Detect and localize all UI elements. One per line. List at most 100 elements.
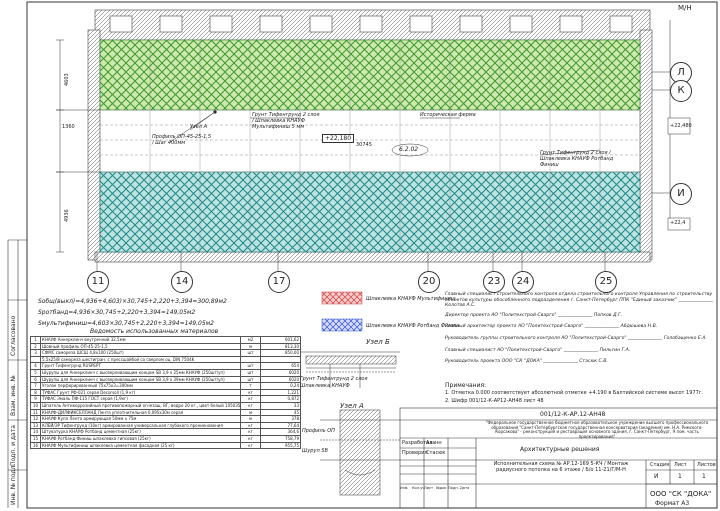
materials-cell-qty: 45 [260, 408, 301, 417]
materials-cell-num [30, 355, 41, 364]
stamp-vzam-inv: Взам. инв. № [10, 375, 17, 416]
materials-cell-num: 11 [30, 408, 41, 417]
materials-cell-unit: кг [240, 401, 261, 410]
elevation-right-bottom: +22,4 [670, 220, 686, 226]
callout-uzel-a: Узел А [190, 124, 207, 130]
signer-role-1: Разработал [402, 440, 433, 446]
note-2: 2. Шифр 001/12-К-АР12-АН48 лист 48 [445, 398, 544, 404]
organization-text: "Федеральное государственное бюджетное о… [485, 420, 709, 439]
materials-title: Ведомость использованных материалов [90, 328, 219, 335]
materials-cell-name: Шурупы для Анкерклинч с высверливающим к… [40, 375, 241, 384]
elevation-main: +22,180 [322, 134, 355, 143]
approval-entry: Главный специалист строительного контрол… [445, 292, 715, 309]
approval-signature-line: _______________ [627, 335, 664, 341]
materials-cell-unit: т [240, 382, 261, 390]
section-name: Архитектурные решения [520, 446, 600, 453]
materials-cell-num: 6 [30, 375, 41, 384]
materials-cell-num: 10 [30, 401, 41, 410]
materials-cell-unit: м [240, 408, 261, 417]
materials-cell-qty: 33 [260, 401, 301, 410]
approval-role: Руководитель проекта ООО "СК "ДОКА" [445, 359, 544, 365]
revision-header-cell: №док [436, 486, 447, 490]
legend-swatch-blue [321, 318, 363, 332]
approval-entry: Директор проекта АО "Политехстрой-Сварго… [445, 313, 715, 319]
signer-role-2: Проверил [402, 450, 428, 456]
elevation-right-top: +22,480 [670, 123, 692, 129]
legend-label-multifinish: Шпаклевка КНАУФ Мультифиниш [366, 296, 456, 302]
materials-cell-name: ТУФАС Грунт УФ-021 серая Decorsoll (1,9 … [40, 388, 241, 397]
axis-bubble-i: И [670, 183, 692, 205]
approval-entry: Руководитель группы строительного контро… [445, 336, 715, 342]
materials-cell-qty: 1,221 [260, 388, 301, 397]
materials-cell-num: 14 [30, 428, 41, 436]
approval-name: Стасюк С.В. [579, 359, 608, 365]
materials-cell-name: КНАУФ Купл Лента армирующая 50мм х 75м [40, 415, 241, 423]
axis-bubble-k: К [670, 80, 692, 102]
area-rotband: Sротбанд=4,936×30,745+2,220+3,394=149,05… [38, 309, 196, 316]
revision-header-cell: Кол.уч [412, 486, 424, 490]
approval-signature-line: _______________ [543, 359, 580, 365]
format-label: Формат А3 [655, 500, 690, 507]
title-block-frame [399, 407, 718, 509]
callout-historic-frame: Историческая ферма [420, 112, 476, 118]
materials-cell-unit: кг [240, 428, 261, 436]
axis-bubble-25: 25 [595, 271, 617, 293]
note-1: 1. Отметка 0.000 соответствует абсолютно… [445, 390, 703, 396]
materials-cell-unit: м [240, 342, 261, 351]
approval-name: Попков Д.Г. [593, 312, 623, 318]
materials-cell-num: 3 [30, 349, 41, 357]
approval-signature-line: _______________ [563, 347, 600, 353]
axis-tag-mn: М/Н [678, 4, 692, 12]
approval-entry: Главный архитектор проекта АО "Политехст… [445, 324, 715, 330]
callout-profile: Профиль ОП-45-25-1,5 / Шаг 400мм [152, 134, 212, 146]
area-total: Sобщ(выкл)=4,936+4,603)×30,745+2,220+3,3… [38, 298, 227, 305]
sheets-label: Листов [697, 462, 716, 468]
left-dim-3: 4936 [64, 209, 70, 222]
materials-cell-num: 16 [30, 441, 41, 450]
stamp-podp-data: Подп. и дата [10, 425, 17, 466]
materials-cell-num: 7 [30, 382, 41, 390]
materials-cell-num: 12 [30, 415, 41, 423]
materials-cell-name: КНАУФ Анкерклинч внутренний 32,5мм [40, 336, 241, 344]
materials-cell-num: 13 [30, 421, 41, 430]
materials-cell-unit: кг [240, 434, 261, 443]
sheet-label: Лист [674, 462, 687, 468]
approval-signature-line: _______________ [584, 324, 621, 330]
legend-label-rotband: Шпаклевка КНАУФ Ротбанд Финиш [366, 323, 460, 329]
approval-name: Колотов А.С. [445, 303, 476, 309]
signer-name-1: Азанн [426, 440, 442, 446]
materials-cell-unit: м2 [240, 336, 261, 344]
materials-cell-num: 4 [30, 362, 41, 370]
materials-cell-unit: шт [240, 349, 261, 357]
materials-cell-name: Грунт Тифенгрунд RUSPEPT [40, 362, 241, 370]
materials-cell-unit: кг [240, 441, 261, 450]
signer-name-2: Стасюк [426, 450, 446, 456]
detail-note-3: Профиль ОП [302, 428, 335, 434]
approval-role: Главный архитектор проекта АО "Политехст… [445, 324, 585, 330]
axis-bubble-l: Л [670, 62, 692, 84]
axis-bubble-20: 20 [418, 271, 440, 293]
drawing-title: Исполнительная схема № АР.12-169 5-КЧ / … [493, 461, 629, 473]
materials-cell-qty: 850,00 [260, 349, 301, 357]
materials-cell-qty: 77,64 [260, 421, 301, 430]
materials-cell-qty [260, 355, 301, 364]
approval-signature-line: _______________ [558, 312, 594, 318]
materials-cell-qty: 364,6 [260, 428, 301, 436]
materials-cell-qty: 378 [260, 415, 301, 423]
approval-role: Директор проекта АО "Политехстрой-Сварго… [445, 312, 558, 318]
callout-multifinish: Грунт Тифенгрунд 2 слоя / Шпаклевка КНАУ… [252, 112, 320, 130]
notes-title: Примечания: [445, 382, 487, 389]
